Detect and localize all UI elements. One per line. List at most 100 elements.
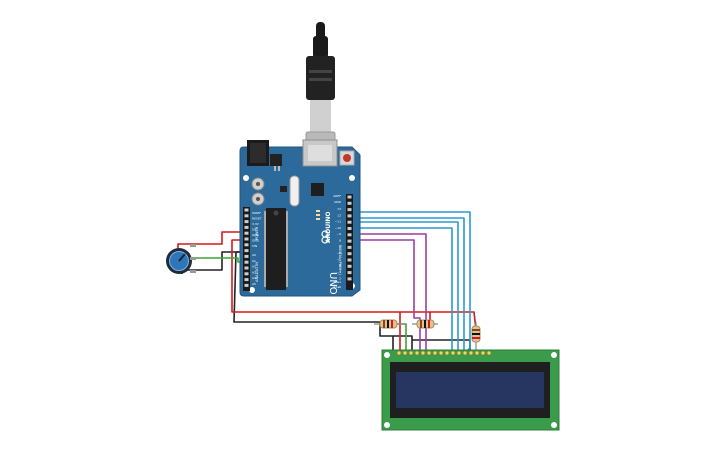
digital-pin[interactable] [347, 233, 352, 237]
power-analog-pin[interactable] [244, 225, 249, 229]
analog-pin-label: A3 [252, 270, 256, 274]
power-analog-pin[interactable] [244, 260, 249, 264]
power-pin-label: 3.3V [252, 222, 260, 226]
power-analog-pin[interactable] [244, 283, 249, 287]
digital-pin[interactable] [347, 258, 352, 262]
digital-pin[interactable] [347, 239, 352, 243]
lcd-pin[interactable] [456, 350, 462, 356]
digital-pin[interactable] [347, 214, 352, 218]
digital-pin[interactable] [347, 220, 352, 224]
mount-hole [249, 287, 255, 293]
pot-pointer [178, 253, 186, 262]
lcd-pin[interactable] [426, 350, 432, 356]
lcd-pin[interactable] [444, 350, 450, 356]
digital-pin[interactable] [347, 277, 352, 281]
voltage-regulator [270, 154, 282, 166]
wire-data-d6 [352, 221, 459, 352]
digital-pin-label: 12 [337, 213, 341, 217]
lcd-pin-header[interactable] [396, 350, 492, 356]
power-analog-pin[interactable] [244, 272, 249, 276]
resistor-3[interactable] [471, 322, 481, 350]
power-pin-label: 5V [252, 228, 257, 232]
lcd-pin[interactable] [432, 350, 438, 356]
power-pin-label: RESET [252, 217, 262, 221]
lcd-pin[interactable] [480, 350, 486, 356]
wire-pot-wiper [190, 257, 246, 263]
digital-pin[interactable] [347, 208, 352, 212]
lcd-pin[interactable] [474, 350, 480, 356]
digital-pin[interactable] [347, 201, 352, 205]
power-analog-pin[interactable] [244, 278, 249, 282]
board-name-label: UNO [327, 272, 338, 295]
lcd-pin[interactable] [408, 350, 414, 356]
mount-hole [384, 422, 390, 428]
gnd-label: GND [334, 200, 342, 204]
resistor-2[interactable] [412, 319, 438, 329]
power-analog-pin[interactable] [244, 249, 249, 253]
digital-header[interactable] [346, 194, 353, 290]
dc-jack [247, 140, 269, 166]
power-label: POWER [255, 226, 259, 240]
power-analog-pin[interactable] [244, 266, 249, 270]
mount-hole [551, 352, 557, 358]
digital-pin-label: ~10 [335, 226, 341, 230]
power-analog-pin[interactable] [244, 254, 249, 258]
tx-label: TX▸1 [333, 280, 341, 284]
analog-pin-label: A2 [252, 265, 256, 269]
wire-data-group[interactable] [352, 211, 471, 353]
wire-purple-en [352, 239, 421, 352]
digital-pin-label: 8 [339, 239, 341, 243]
usb-chip [311, 183, 324, 196]
digital-pin[interactable] [347, 227, 352, 230]
lcd-pin[interactable] [402, 350, 408, 356]
wire-data-d7 [352, 227, 453, 352]
power-pin-label: VIN [252, 244, 257, 248]
power-analog-pin[interactable] [244, 237, 249, 241]
power-pin-label: IOREF [252, 211, 261, 215]
lcd-pin[interactable] [462, 350, 468, 356]
lcd-pin[interactable] [438, 350, 444, 356]
digital-pin[interactable] [347, 195, 352, 199]
capacitors [251, 177, 265, 206]
lcd-16x2[interactable] [381, 349, 560, 431]
wire-purple-group[interactable] [352, 233, 427, 352]
digital-pin[interactable] [347, 271, 352, 275]
lcd-pin[interactable] [414, 350, 420, 356]
wire-power-group[interactable] [177, 231, 477, 352]
lcd-pin[interactable] [486, 350, 492, 356]
digital-label: DIGITAL (PWM~) [338, 245, 342, 275]
potentiometer[interactable] [166, 244, 196, 274]
lcd-pin[interactable] [468, 350, 474, 356]
wire-power-pot [177, 231, 246, 248]
resistor-1[interactable] [374, 319, 404, 329]
atmega-chip [264, 208, 288, 290]
digital-pin[interactable] [347, 252, 352, 256]
wire-power-lcd-a [430, 311, 477, 331]
rx-label: RX◂0 [333, 285, 341, 289]
power-analog-pin[interactable] [244, 208, 249, 212]
analog-pin-label: A1 [252, 259, 256, 263]
power-analog-pin[interactable] [244, 243, 249, 247]
reset-button[interactable] [339, 150, 355, 166]
power-analog-pin[interactable] [244, 220, 249, 224]
digital-pin[interactable] [347, 245, 352, 249]
digital-pin[interactable] [347, 264, 352, 268]
analog-pin-label: A0 [252, 253, 256, 257]
power-pin-label: GND [252, 239, 260, 243]
mount-hole [551, 422, 557, 428]
digital-pin-label: ~11 [335, 220, 341, 224]
digital-pin-label: ~6 [337, 251, 342, 255]
lcd-pin[interactable] [450, 350, 456, 356]
mount-hole [384, 352, 390, 358]
power-analog-pin[interactable] [244, 214, 249, 218]
power-analog-header[interactable] [243, 207, 250, 291]
digital-pin-label: 13 [337, 207, 341, 211]
arduino-uno-board[interactable]: ARDUINO UNO DIGITAL (PWM~) POWER ANALOG … [239, 139, 361, 297]
digital-pin-label: 2 [339, 276, 341, 280]
power-analog-pin[interactable] [244, 231, 249, 235]
lcd-pin[interactable] [420, 350, 426, 356]
lcd-pin[interactable] [396, 350, 402, 356]
